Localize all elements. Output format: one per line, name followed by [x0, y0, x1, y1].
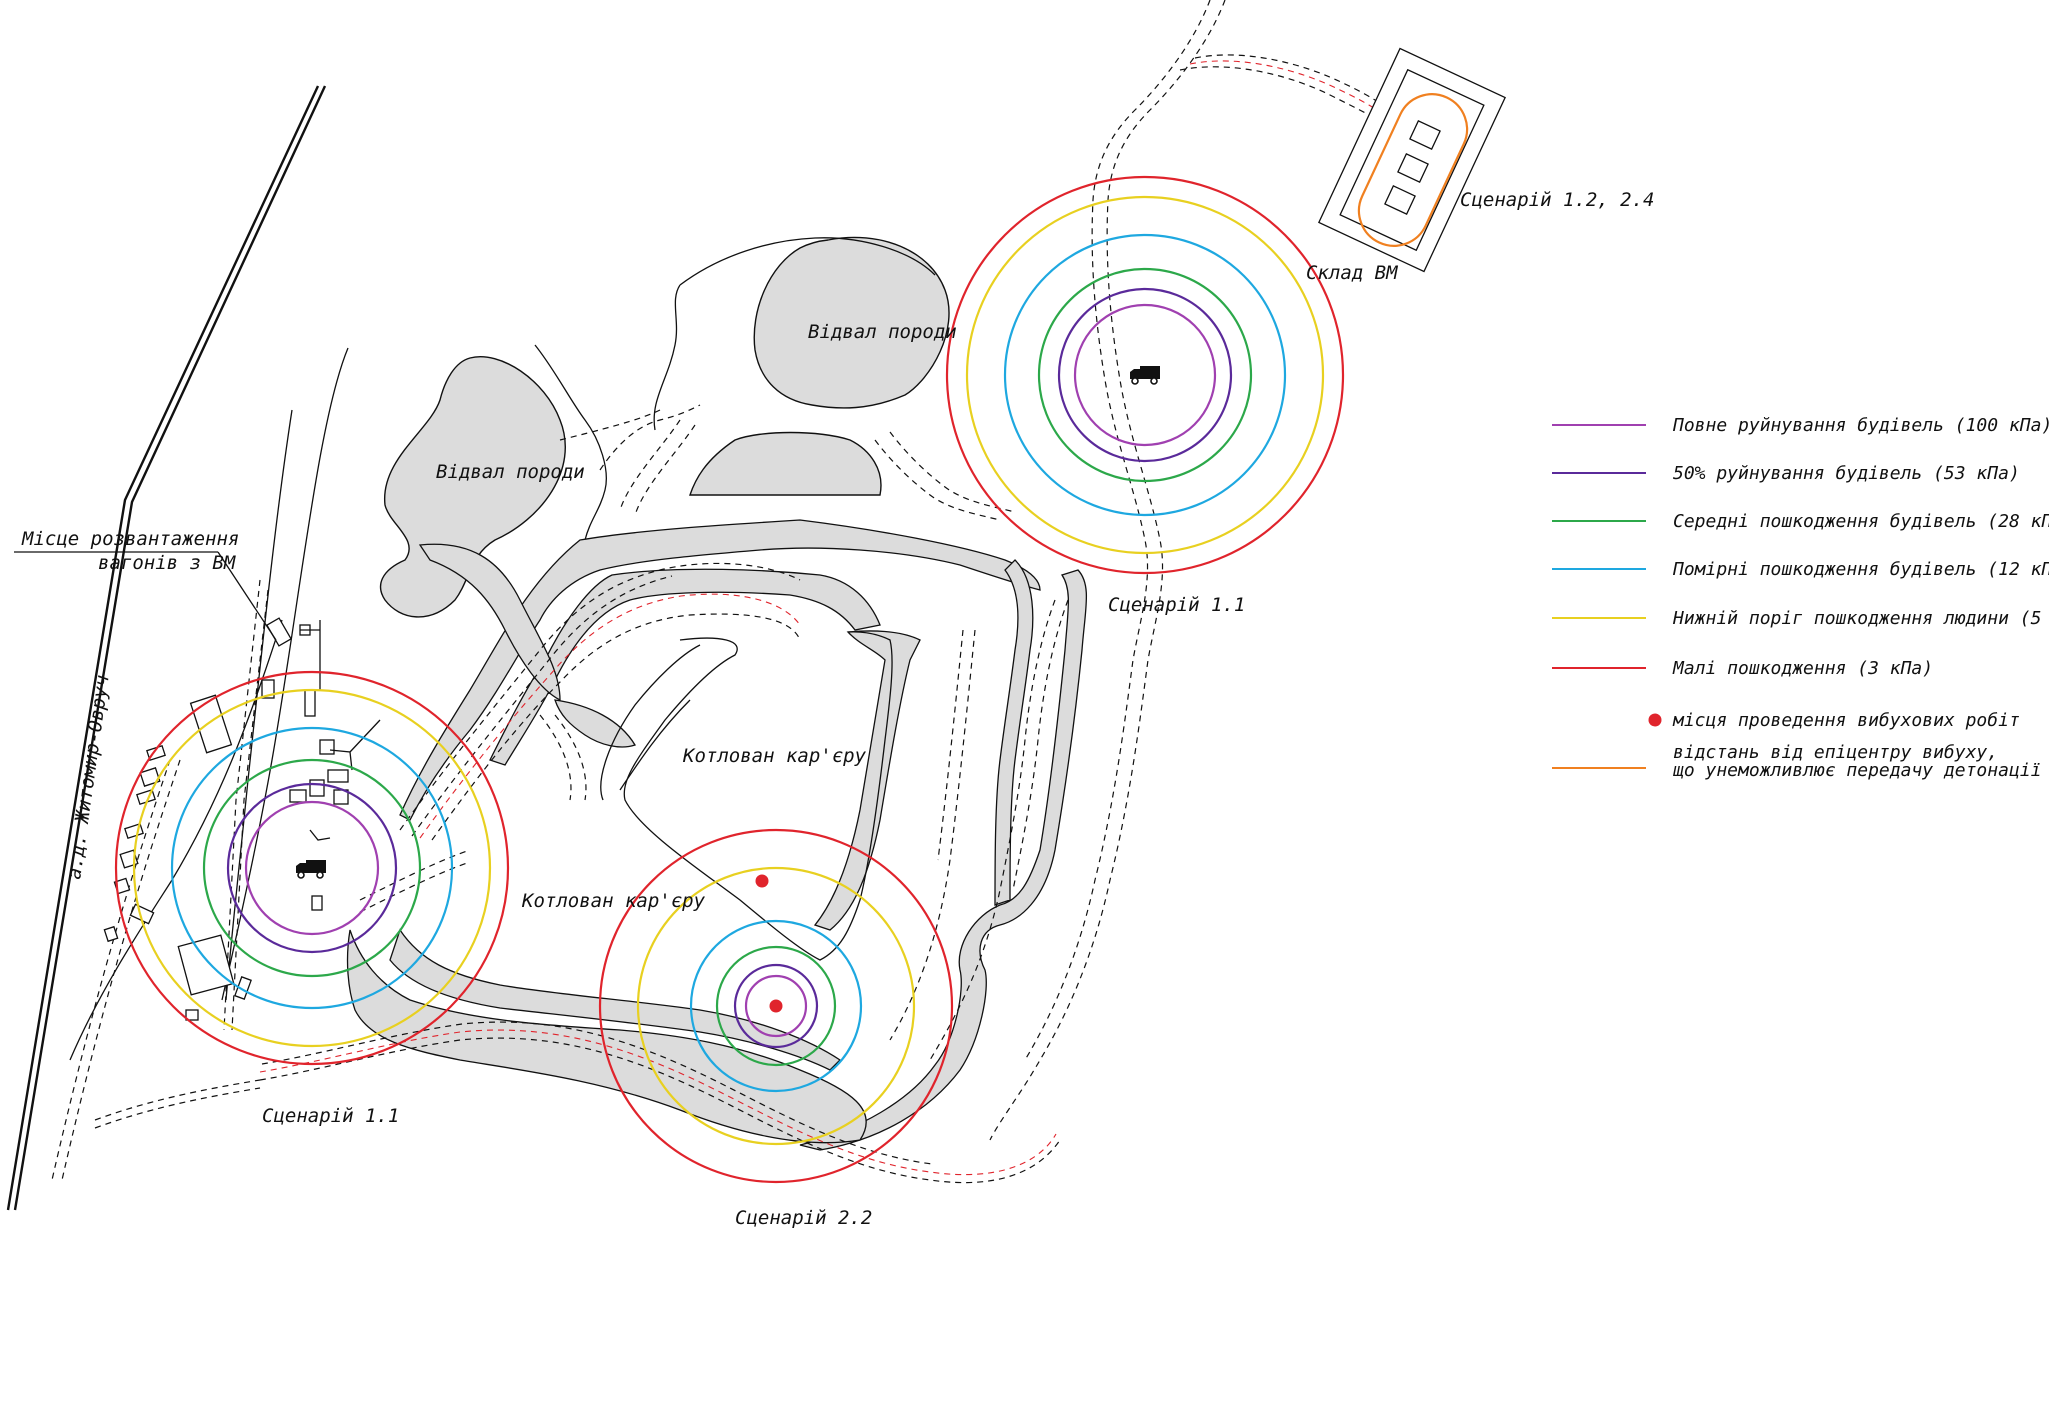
dump-label: Відвал породи [808, 321, 957, 343]
zone-rings-right [945, 175, 1345, 575]
unloading-buildings [103, 617, 381, 1021]
legend-text: Малі пошкодження (3 кПа) [1672, 658, 1933, 679]
legend-text: Повне руйнування будівель (100 кПа) [1672, 415, 2049, 436]
detonation-distance-zone [1357, 93, 1469, 247]
pit-label: Котлован кар'єру [521, 890, 706, 912]
legend-text: що унеможливлює передачу детонації [1672, 760, 2041, 781]
dump-label: Відвал породи [436, 461, 585, 483]
legend-text: Нижній поріг пошкодження людини (5 кПа) [1672, 608, 2049, 629]
unloading-callout: Місце розвантаження вагонів з ВМ [14, 528, 277, 641]
legend-dot-icon [1648, 713, 1662, 727]
blast-point-icon [769, 999, 783, 1013]
pit-benches [346, 519, 1088, 1151]
legend-text: Помірні пошкодження будівель (12 кПа) [1672, 559, 2049, 580]
legend-text: відстань від епіцентру вибуху, [1673, 742, 1998, 763]
legend-text: 50% руйнування будівель (53 кПа) [1673, 463, 2020, 484]
legend: Повне руйнування будівель (100 кПа) 50% р… [1552, 415, 2049, 781]
truck-icon [1130, 366, 1160, 385]
scenario-label: Сценарій 2.2 [735, 1207, 872, 1229]
explosives-storage [1317, 47, 1507, 273]
legend-text: місця проведення вибухових робіт [1672, 710, 2020, 731]
road-label: а.д. Житомир-Овруч [63, 674, 113, 881]
zone-rings-pit [598, 828, 954, 1184]
scenario-label: Сценарій 1.1 [1108, 594, 1245, 616]
scenario-label: Сценарій 1.2, 2.4 [1460, 189, 1654, 211]
legend-text: Середні пошкодження будівель (28 кПа) [1673, 511, 2049, 532]
pit-label: Котлован кар'єру [682, 745, 867, 767]
unloading-label: вагонів з ВМ [98, 552, 236, 574]
scenario-label: Сценарій 1.1 [262, 1105, 399, 1127]
pit-outline [600, 631, 893, 961]
truck-icon [296, 860, 326, 879]
unloading-label: Місце розвантаження [21, 528, 239, 550]
storage-label: Склад ВМ [1306, 262, 1398, 284]
zone-rings-left [114, 670, 510, 1066]
railway-road [6, 85, 349, 1211]
blast-point-icon [755, 874, 769, 888]
